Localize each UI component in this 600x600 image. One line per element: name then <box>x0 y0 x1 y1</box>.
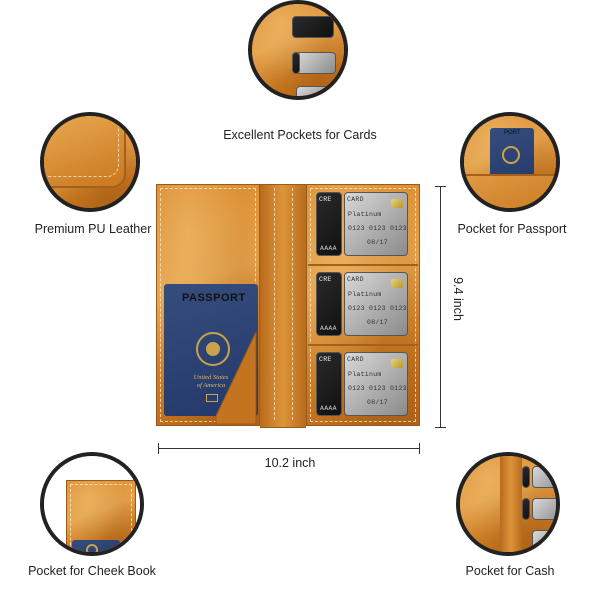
closeup-passport-title: PORT <box>504 130 521 136</box>
closeup-card-1 <box>522 466 530 488</box>
wallet-open: PASSPORT United States of America CRE AA… <box>156 184 420 428</box>
width-dimension-label: 10.2 inch <box>264 456 316 470</box>
width-dimension-line <box>158 448 420 449</box>
card-back: CRE AAAA <box>316 272 342 336</box>
card-chip-icon <box>391 199 403 208</box>
closeup-card-2 <box>296 52 336 74</box>
closeup-card-4 <box>292 52 300 74</box>
card-back-label: CRE <box>319 356 332 363</box>
passport-pocket-flap <box>215 331 257 425</box>
passport-eagle-seal-icon <box>196 332 230 366</box>
closeup-passport-seal-icon <box>502 146 520 164</box>
card-number: 0123 0123 0123 <box>348 225 407 232</box>
card-row-3: CRE AAAA CARD Platinum 0123 0123 0123 08… <box>316 352 412 422</box>
height-tick-top <box>435 186 446 187</box>
closeup-card-4 <box>532 498 556 520</box>
closeup-cheque-book <box>72 540 120 552</box>
card-expiry: 08/17 <box>367 319 389 326</box>
card-name: Platinum <box>348 211 382 218</box>
cheque-book-pocket-closeup-circle <box>40 452 144 556</box>
card-pocket-divider <box>308 344 418 346</box>
height-dimension-line <box>440 186 441 428</box>
passport-chip-icon <box>206 394 218 402</box>
closeup-card-3 <box>522 498 530 520</box>
card-pocket-divider <box>308 264 418 266</box>
width-tick-right <box>419 443 420 454</box>
card-pockets-closeup-circle <box>248 0 348 100</box>
passport-eagle-inner <box>206 342 220 356</box>
card-number: 0123 0123 0123 <box>348 305 407 312</box>
card-back-digits: AAAA <box>320 245 337 252</box>
card-number: 0123 0123 0123 <box>348 385 407 392</box>
card-front: CARD Platinum 0123 0123 0123 08/17 <box>344 192 408 256</box>
feature-label-leather: Premium PU Leather <box>34 222 152 236</box>
wallet-spine-stitch-2 <box>292 188 293 420</box>
height-dimension-label: 9.4 inch <box>451 277 465 321</box>
card-back-label: CRE <box>319 196 332 203</box>
closeup-pocket-flap <box>464 174 556 208</box>
wallet-right-stitch <box>310 188 416 422</box>
feature-label-cash: Pocket for Cash <box>465 564 555 578</box>
closeup-card-5 <box>532 530 556 552</box>
closeup-card-2 <box>532 466 556 488</box>
card-name: Platinum <box>348 371 382 378</box>
leather-closeup-circle <box>40 112 140 212</box>
leather-stitch <box>70 484 132 552</box>
height-tick-bottom <box>435 427 446 428</box>
leather-stitch <box>44 116 119 177</box>
card-chip-icon <box>391 279 403 288</box>
card-chip-icon <box>391 359 403 368</box>
card-expiry: 08/17 <box>367 239 389 246</box>
card-row-1: CRE AAAA CARD Platinum 0123 0123 0123 08… <box>316 192 412 262</box>
card-expiry: 08/17 <box>367 399 389 406</box>
card-row-2: CRE AAAA CARD Platinum 0123 0123 0123 08… <box>316 272 412 342</box>
feature-label-passport: Pocket for Passport <box>457 222 567 236</box>
passport-pocket-closeup-circle: PORT <box>460 112 560 212</box>
width-tick-left <box>158 443 159 454</box>
card-back-digits: AAAA <box>320 325 337 332</box>
card-back-digits: AAAA <box>320 405 337 412</box>
passport-country-line2: of America <box>196 382 226 389</box>
passport-title: PASSPORT <box>182 292 246 304</box>
closeup-card-1 <box>292 16 334 38</box>
cash-pocket-strip <box>500 456 522 552</box>
card-back: CRE AAAA <box>316 352 342 416</box>
card-front: CARD Platinum 0123 0123 0123 08/17 <box>344 272 408 336</box>
wallet-spine <box>260 184 306 428</box>
feature-label-cheque-book: Pocket for Cheek Book <box>28 564 156 578</box>
feature-label-card-pockets: Excellent Pockets for Cards <box>223 128 377 142</box>
cash-pocket-closeup-circle <box>456 452 560 556</box>
card-back-label: CRE <box>319 276 332 283</box>
card-name: Platinum <box>348 291 382 298</box>
closeup-seal-icon <box>86 544 98 552</box>
passport-country-line1: United States <box>193 374 229 381</box>
closeup-card-3 <box>296 86 336 96</box>
card-back: CRE AAAA <box>316 192 342 256</box>
wallet-spine-stitch <box>274 188 275 420</box>
card-brand: CARD <box>347 196 364 203</box>
card-front: CARD Platinum 0123 0123 0123 08/17 <box>344 352 408 416</box>
card-brand: CARD <box>347 356 364 363</box>
card-brand: CARD <box>347 276 364 283</box>
